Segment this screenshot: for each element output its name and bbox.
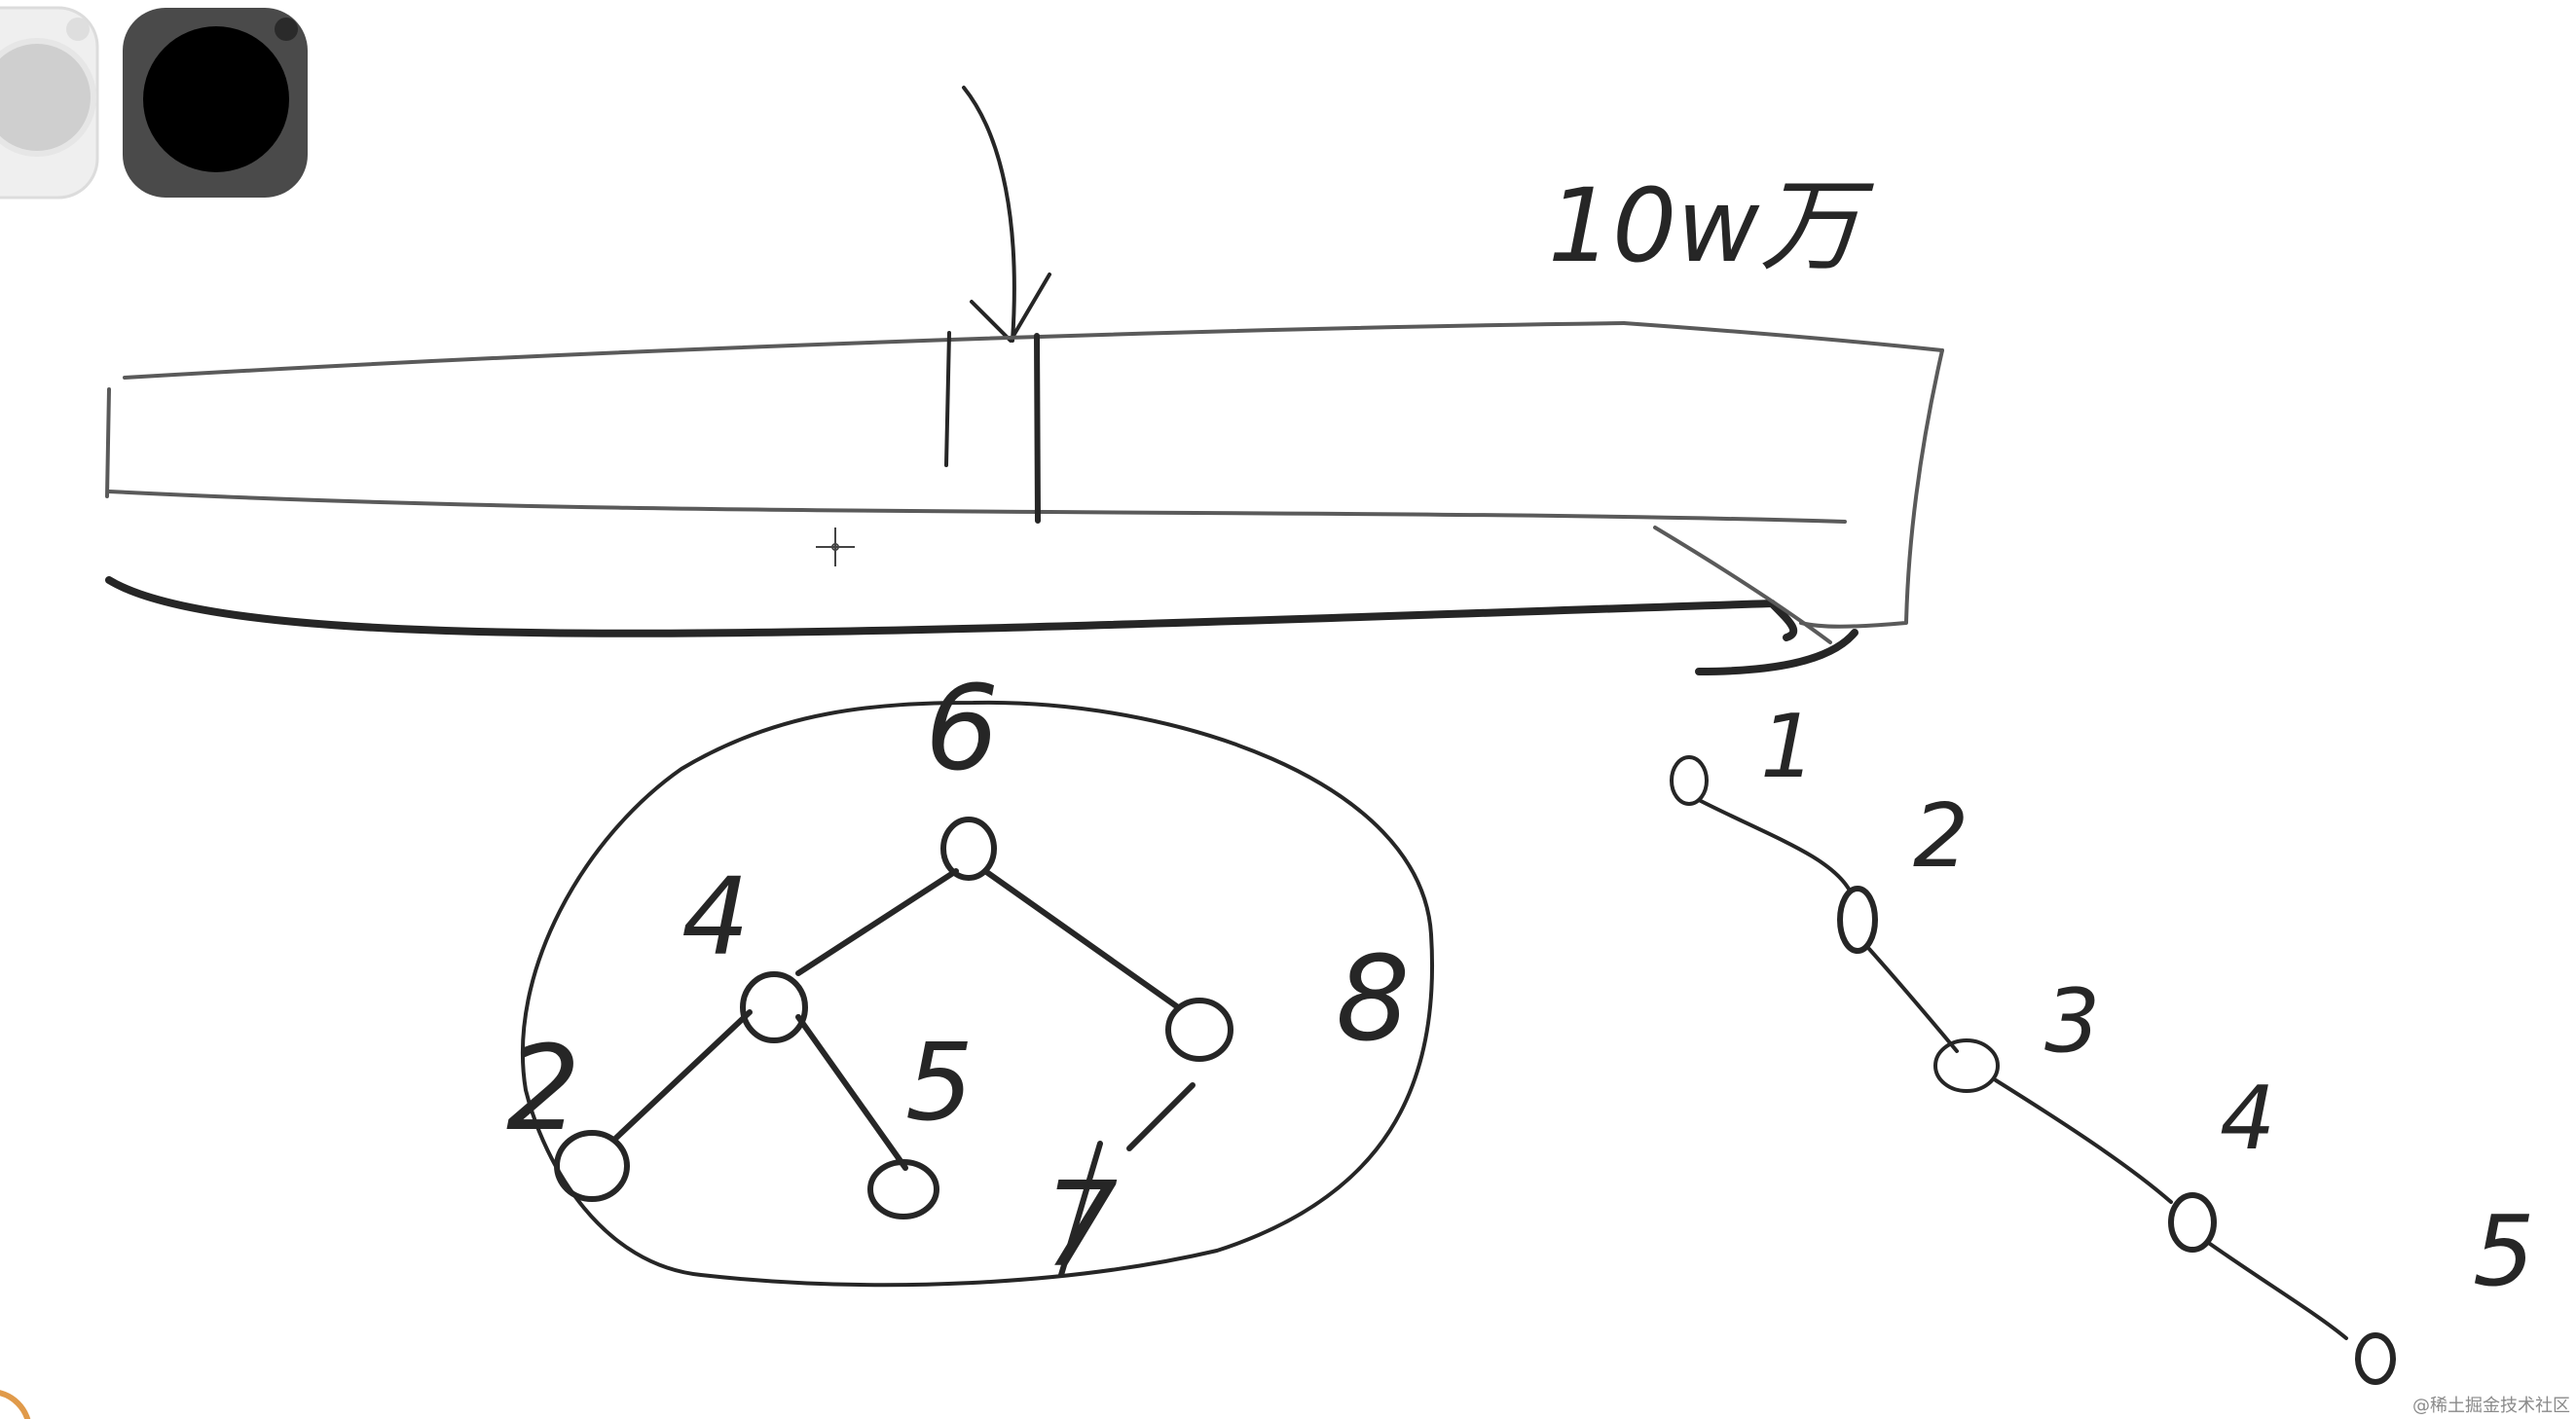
tree-label-left: 4 [681, 855, 750, 979]
chain-node-4 [2168, 1192, 2217, 1253]
chain-label-3: 3 [2044, 970, 2100, 1073]
tree-region [520, 700, 1434, 1288]
tree-label-left-left: 2 [506, 1022, 580, 1157]
pointer-arrow [962, 86, 1051, 343]
pen-toolbar [0, 6, 308, 200]
tree-node-right [1165, 998, 1233, 1062]
chain-node-2 [1837, 886, 1878, 954]
size-label: 10w万 [1548, 166, 1874, 285]
chain-node-5 [2355, 1332, 2396, 1385]
chain-label-2: 2 [1913, 785, 1969, 888]
tree-nodes [554, 817, 1233, 1219]
chain-label-1: 1 [1760, 696, 1816, 798]
tree-label-right-region: 8 [1336, 932, 1410, 1068]
corner-mark [0, 1390, 31, 1419]
chain-node-3 [1933, 1038, 2000, 1093]
chain-label-4: 4 [2220, 1068, 2275, 1170]
tree-label-left-right: 5 [905, 1020, 974, 1145]
tree-labels: 6 4 8 2 5 7 [506, 662, 1410, 1293]
watermark: @稀土掘金技术社区 [2412, 1396, 2570, 1416]
array-bar [105, 321, 1944, 675]
tree-node-root [940, 817, 997, 881]
cursor-crosshair [816, 528, 855, 566]
tree-label-root: 6 [925, 662, 999, 797]
tree-edges [612, 868, 1196, 1278]
chain-nodes [1670, 755, 2396, 1385]
tree-node-left-left [554, 1130, 630, 1202]
chain-labels: 1 2 3 4 5 [1760, 696, 2535, 1308]
chain-label-5: 5 [2473, 1194, 2535, 1308]
chain-node-1 [1670, 755, 1709, 806]
tree-node-left [740, 971, 808, 1043]
tree-node-left-right [867, 1159, 939, 1219]
black-pen-button[interactable] [123, 8, 308, 198]
white-pen-button[interactable] [0, 6, 99, 200]
chain-edges [1697, 798, 2348, 1340]
tree-label-right-left: 7 [1044, 1158, 1118, 1293]
